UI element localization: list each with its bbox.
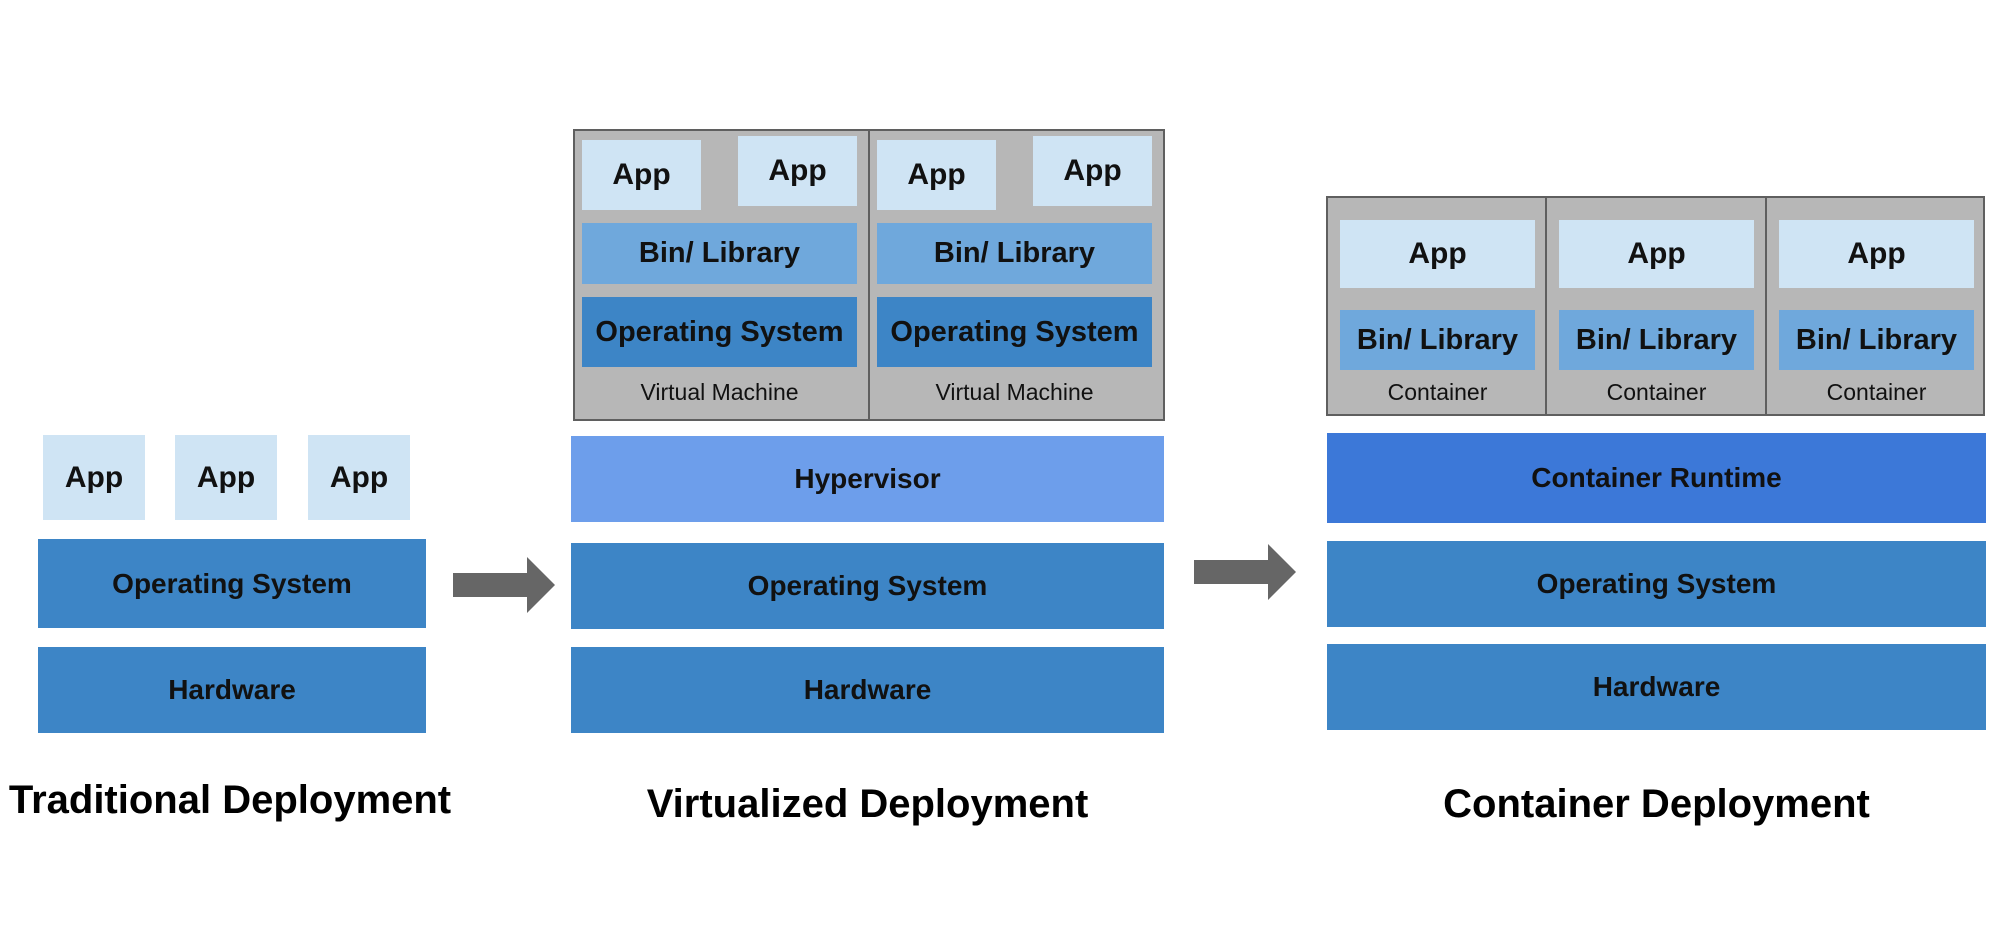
- container2-caption: Container: [1606, 378, 1707, 405]
- traditional-deployment-title: Traditional Deployment: [8, 777, 452, 822]
- vm2-caption: Virtual Machine: [935, 378, 1094, 405]
- vm2-operating-system: Operating System: [877, 297, 1152, 367]
- container1-bin-library: Bin/ Library: [1340, 310, 1535, 370]
- vm1-app-1: App: [582, 140, 701, 210]
- container3-bin-library: Bin/ Library: [1779, 310, 1974, 370]
- virtualized-operating-system: Operating System: [571, 543, 1164, 629]
- vm1-bin-library: Bin/ Library: [582, 223, 857, 284]
- container2-app: App: [1559, 220, 1754, 288]
- vm1-app-2: App: [738, 136, 857, 206]
- container1-caption: Container: [1387, 378, 1488, 405]
- vm2-app-2: App: [1033, 136, 1152, 206]
- container-deployment-title: Container Deployment: [1443, 781, 1870, 826]
- virtualized-deployment-title: Virtualized Deployment: [646, 781, 1089, 826]
- container-hardware: Hardware: [1327, 644, 1986, 730]
- traditional-app-3: App: [308, 435, 410, 520]
- hypervisor: Hypervisor: [571, 436, 1164, 522]
- virtualized-hardware: Hardware: [571, 647, 1164, 733]
- traditional-app-1: App: [43, 435, 145, 520]
- vm1-operating-system: Operating System: [582, 297, 857, 367]
- arrow-right-icon: [1194, 544, 1296, 600]
- container-runtime: Container Runtime: [1327, 433, 1986, 523]
- vm1-caption: Virtual Machine: [640, 378, 799, 405]
- container3-app: App: [1779, 220, 1974, 288]
- vm-divider: [868, 129, 870, 421]
- traditional-operating-system: Operating System: [38, 539, 426, 628]
- vm2-app-1: App: [877, 140, 996, 210]
- container-divider-2: [1765, 196, 1767, 416]
- traditional-app-2: App: [175, 435, 277, 520]
- traditional-hardware: Hardware: [38, 647, 426, 733]
- container1-app: App: [1340, 220, 1535, 288]
- container3-caption: Container: [1826, 378, 1927, 405]
- container2-bin-library: Bin/ Library: [1559, 310, 1754, 370]
- container-divider-1: [1545, 196, 1547, 416]
- container-operating-system: Operating System: [1327, 541, 1986, 627]
- arrow-right-icon: [453, 557, 555, 613]
- vm2-bin-library: Bin/ Library: [877, 223, 1152, 284]
